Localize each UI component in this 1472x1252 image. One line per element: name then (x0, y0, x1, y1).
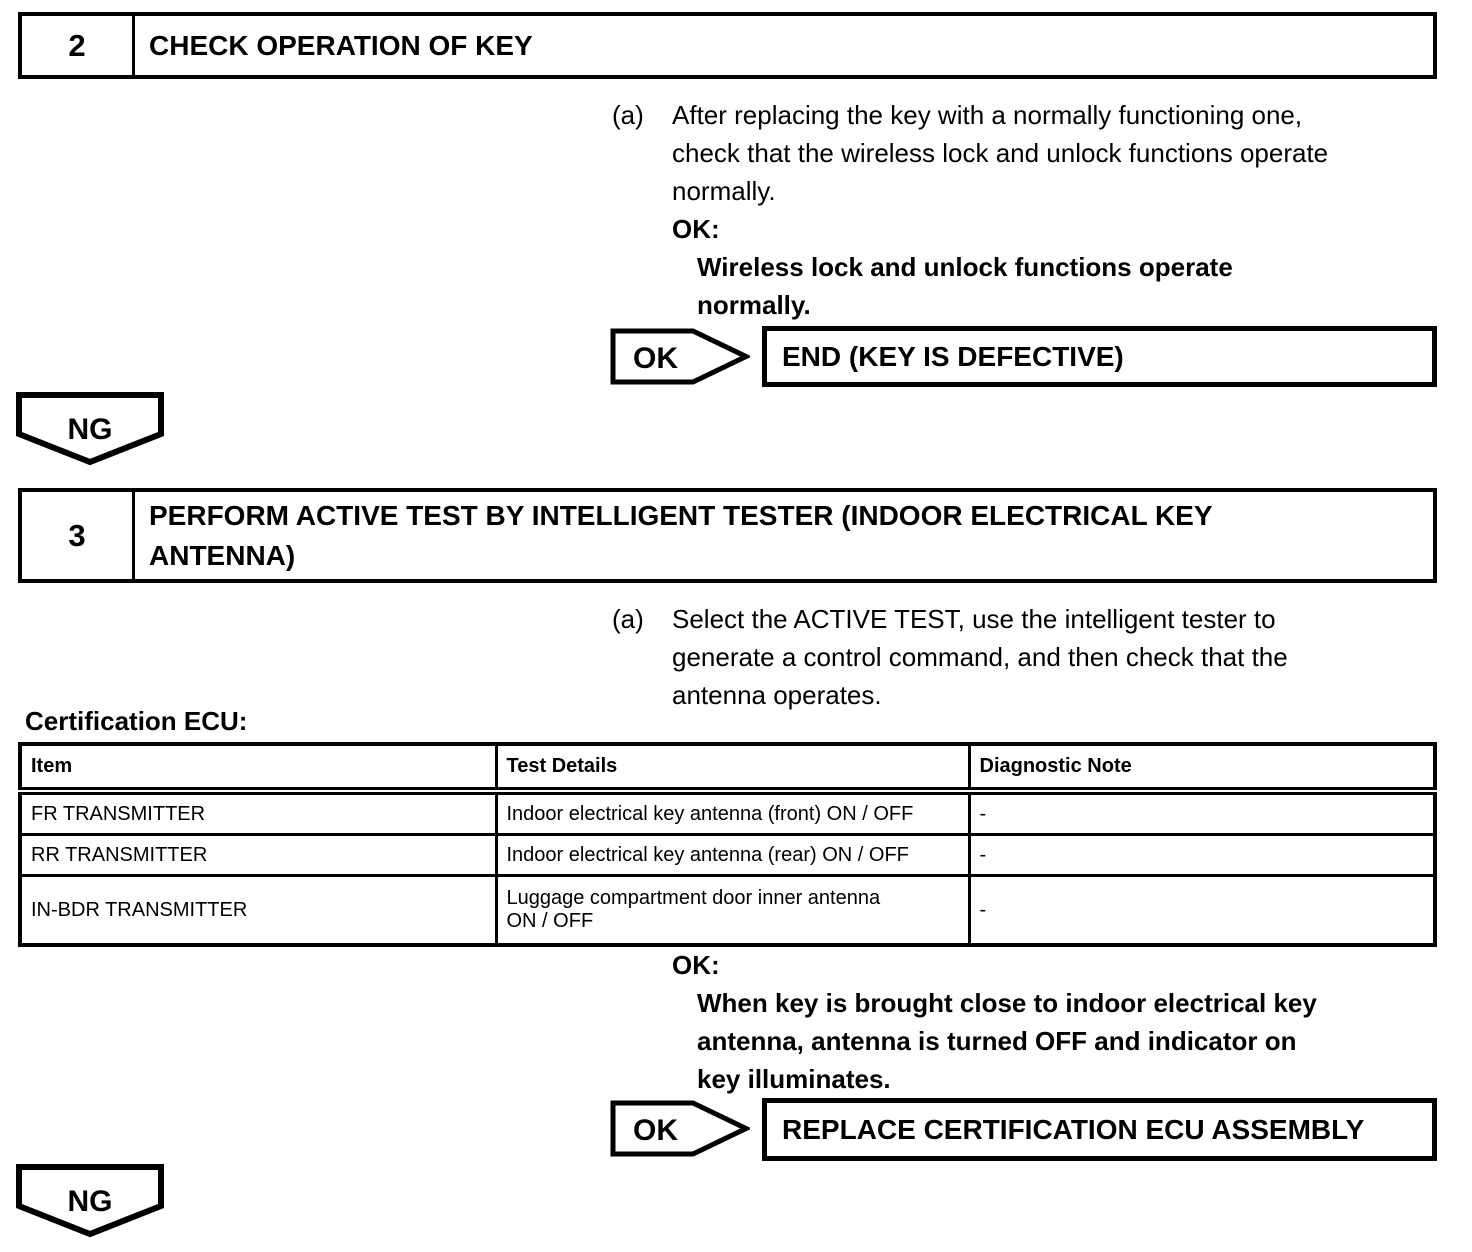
cell-item: FR TRANSMITTER (18, 789, 498, 836)
step2-number: 2 (22, 16, 135, 75)
result-box-end: END (KEY IS DEFECTIVE) (762, 326, 1437, 387)
cell-test-details: Luggage compartment door inner antenna O… (494, 874, 971, 947)
ok-flag-label: OK (633, 342, 678, 375)
step3-header: 3 PERFORM ACTIVE TEST BY INTELLIGENT TES… (18, 488, 1437, 583)
step3-paragraph: (a) Select the ACTIVE TEST, use the inte… (612, 600, 1288, 714)
ok-flag-arrow: OK (610, 328, 750, 385)
ok-arrow-shape (610, 1100, 750, 1157)
cell-diagnostic-note: - (967, 874, 1437, 947)
step3-title: PERFORM ACTIVE TEST BY INTELLIGENT TESTE… (135, 492, 1433, 579)
table-row: IN-BDR TRANSMITTER Luggage compartment d… (18, 874, 1437, 947)
ok-condition-line: antenna, antenna is turned OFF and indic… (697, 1026, 1297, 1056)
result-text: REPLACE CERTIFICATION ECU ASSEMBLY (782, 1113, 1365, 1145)
step2-paragraph: (a) After replacing the key with a norma… (612, 96, 1328, 324)
paragraph-line: normally. (672, 176, 776, 206)
paragraph-line: antenna operates. (672, 680, 882, 710)
cell-diagnostic-note: - (967, 789, 1437, 836)
col-header-item: Item (18, 742, 498, 795)
cell-test-details: Indoor electrical key antenna (front) ON… (494, 789, 971, 836)
col-header-test-details: Test Details (494, 742, 971, 795)
ok-flag-arrow: OK (610, 1100, 750, 1157)
active-test-table: Item Test Details Diagnostic Note FR TRA… (18, 742, 1437, 947)
step3-number: 3 (22, 492, 135, 579)
ok-arrow-shape (610, 328, 750, 385)
list-marker: (a) (612, 604, 644, 634)
ok-condition-line: Wireless lock and unlock functions opera… (697, 252, 1233, 282)
cell-diagnostic-note: - (967, 833, 1437, 877)
table-header-row: Item Test Details Diagnostic Note (18, 742, 1437, 795)
ok-condition-line: key illuminates. (697, 1064, 891, 1094)
ok-condition-label: OK: (672, 214, 720, 244)
ng-pentagon-shape (16, 1164, 164, 1238)
ok-flag-label: OK (633, 1114, 678, 1147)
list-marker: (a) (612, 100, 644, 130)
result-text: END (KEY IS DEFECTIVE) (782, 340, 1124, 372)
cell-item: IN-BDR TRANSMITTER (18, 874, 498, 947)
step3-title-line: ANTENNA) (149, 539, 296, 571)
step2-title: CHECK OPERATION OF KEY (135, 16, 1433, 75)
col-header-diagnostic-note: Diagnostic Note (967, 742, 1437, 795)
step2-title-line: CHECK OPERATION OF KEY (149, 29, 533, 61)
ng-flag-label: NG (68, 1185, 113, 1218)
paragraph-line: Select the ACTIVE TEST, use the intellig… (672, 604, 1276, 634)
certification-ecu-caption: Certification ECU: (25, 706, 248, 736)
paragraph-line: check that the wireless lock and unlock … (672, 138, 1329, 168)
ok-condition-line: normally. (697, 290, 811, 320)
ok-condition-label: OK: (672, 950, 720, 980)
cell-item: RR TRANSMITTER (18, 833, 498, 877)
ng-flag-pentagon: NG (16, 1164, 164, 1238)
cell-test-details: Indoor electrical key antenna (rear) ON … (494, 833, 971, 877)
ng-flag-label: NG (68, 413, 113, 446)
table-row: RR TRANSMITTER Indoor electrical key ant… (18, 833, 1437, 877)
step3-ok-condition: OK: When key is brought close to indoor … (672, 946, 1317, 1098)
ng-flag-pentagon: NG (16, 392, 164, 466)
paragraph-line: generate a control command, and then che… (672, 642, 1288, 672)
ok-condition-line: When key is brought close to indoor elec… (697, 988, 1317, 1018)
paragraph-line: After replacing the key with a normally … (672, 100, 1303, 130)
step2-header: 2 CHECK OPERATION OF KEY (18, 12, 1437, 79)
step3-title-line: PERFORM ACTIVE TEST BY INTELLIGENT TESTE… (149, 499, 1213, 531)
ng-pentagon-shape (16, 392, 164, 466)
table-row: FR TRANSMITTER Indoor electrical key ant… (18, 789, 1437, 836)
result-box-replace: REPLACE CERTIFICATION ECU ASSEMBLY (762, 1098, 1437, 1161)
